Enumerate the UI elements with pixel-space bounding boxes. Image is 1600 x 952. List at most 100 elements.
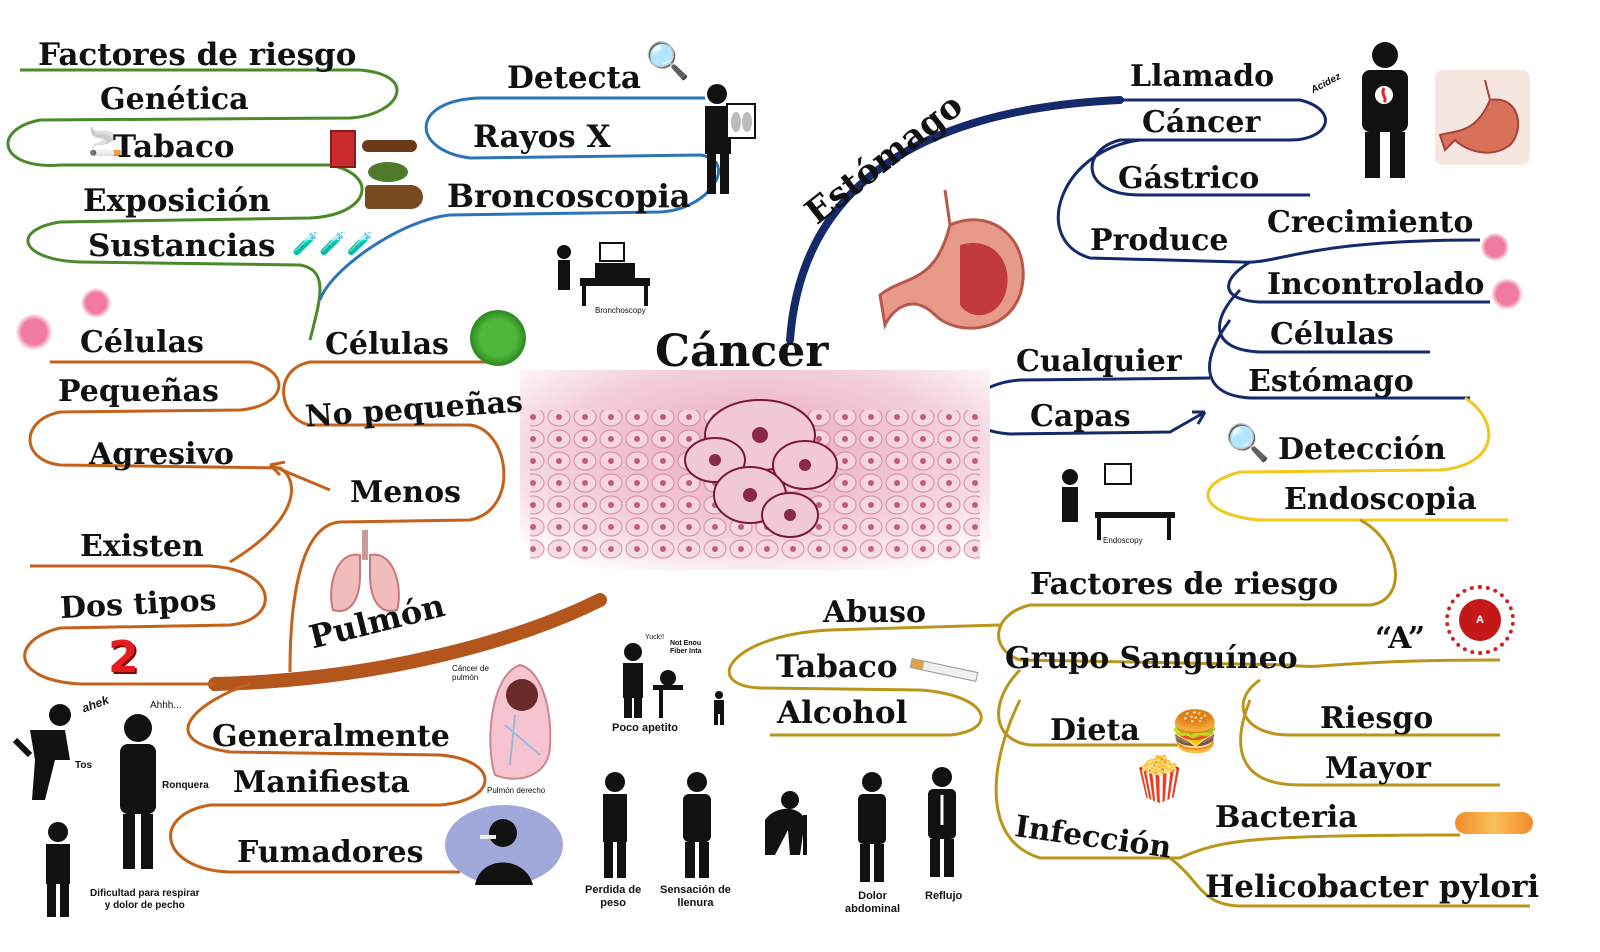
srisk-helicobacter: Helicobacter pylori xyxy=(1205,869,1540,905)
fullness-icon xyxy=(675,770,720,880)
drinking-person-icon xyxy=(710,690,732,725)
abdominal-pain-icon xyxy=(850,770,895,885)
symptom-generalmente: Generalmente xyxy=(212,719,450,754)
orange-types-line xyxy=(23,564,267,686)
popcorn-icon: 🍿 xyxy=(1132,754,1187,805)
orange-small-line xyxy=(28,360,293,564)
risk-tabaco: Tabaco xyxy=(113,129,235,165)
virus-pink-icon-1 xyxy=(12,310,56,354)
bronchoscopy-icon: Bronchoscopy xyxy=(550,238,660,318)
navy-called-line xyxy=(1090,98,1327,197)
poco-apetito-caption: Poco apetito xyxy=(612,722,679,734)
perdida-peso-caption: Perdida de peso xyxy=(585,884,642,909)
navy-produce-line xyxy=(1056,138,1481,264)
pipe-icon xyxy=(365,185,423,209)
symptom-manifiesta: Manifiesta xyxy=(233,765,410,800)
types-dos-tipos: Dos tipos xyxy=(59,582,218,627)
weight-loss-icon xyxy=(595,770,635,880)
stomach-diagram-small xyxy=(1435,70,1530,165)
srisk-title: Factores de riesgo xyxy=(1030,567,1339,602)
produce-incontrolado: Incontrolado xyxy=(1267,267,1485,302)
layers-capas: Capas xyxy=(1030,399,1131,434)
srisk-bacteria: Bacteria xyxy=(1215,800,1358,835)
vomit-icon xyxy=(750,790,830,860)
gold-mayor-line xyxy=(1239,699,1500,787)
magnifier-icon: 🔍 xyxy=(645,41,690,82)
green-risk-line xyxy=(6,68,399,341)
dolor-abdominal-caption: Dolor abdominal xyxy=(845,890,901,915)
small-celulas: Células xyxy=(80,325,204,360)
cigarette-pack-icon xyxy=(330,130,356,168)
produce-crecimiento: Crecimiento xyxy=(1267,205,1474,240)
number-two-badge: 2 xyxy=(108,632,139,683)
ronquera-caption: Ronquera xyxy=(162,780,209,791)
risk-sustancias: Sustancias xyxy=(88,228,276,264)
gold-dieta-line xyxy=(997,668,1180,747)
tobacco-leaf-icon xyxy=(368,162,408,182)
gold-abuse-line xyxy=(727,623,1001,737)
gold-infeccion-line xyxy=(994,699,1461,860)
symptom-fumadores: Fumadores xyxy=(237,835,424,870)
smoker-portrait-image xyxy=(445,805,563,885)
acidity-person-icon xyxy=(1350,40,1420,180)
small-pequenas: Pequeñas xyxy=(58,374,219,409)
detect-rayos-x: Rayos X xyxy=(473,119,611,155)
llenura-caption: Sensación de llenura xyxy=(660,884,731,909)
bacteria-icon xyxy=(1455,812,1533,834)
navy-layers-arrow xyxy=(1192,410,1207,425)
called-llamado: Llamado xyxy=(1130,59,1275,94)
poor-appetite-icon xyxy=(615,640,700,720)
detect-broncoscopia: Broncoscopia xyxy=(447,177,691,215)
blood-cell-a-icon: A xyxy=(1445,585,1515,655)
cancer-tissue-image xyxy=(520,370,990,570)
virus-pink-icon-4 xyxy=(1488,275,1526,313)
doctor-xray-icon xyxy=(695,80,757,198)
yellow-detect-line xyxy=(1206,396,1508,522)
detection-deteccion: Detección xyxy=(1278,432,1446,467)
lungs-icon xyxy=(325,530,405,615)
srisk-mayor: Mayor xyxy=(1325,751,1431,786)
lung-cancer-image xyxy=(480,655,560,790)
produce-produce: Produce xyxy=(1090,223,1229,258)
small-agresivo: Agresivo xyxy=(89,437,234,472)
pulmon-trunk xyxy=(208,593,607,691)
nonsmall-menos: Menos xyxy=(350,475,462,510)
abuse-abuso: Abuso xyxy=(823,595,926,630)
gold-risk-line xyxy=(997,518,1501,668)
produce-celulas: Células xyxy=(1270,317,1394,352)
tos-caption: Tos xyxy=(75,760,93,771)
orange-nonsmall-line xyxy=(282,360,506,673)
ahhh-caption: Ahhh... xyxy=(150,700,182,711)
navy-incontrolado-line xyxy=(1227,260,1490,304)
nonsmall-celulas: Células xyxy=(325,327,449,362)
called-gastrico: Gástrico xyxy=(1118,161,1260,196)
estomago-trunk xyxy=(786,96,1124,344)
produce-estomago: Estómago xyxy=(1248,364,1414,399)
center-title: Cáncer xyxy=(655,326,829,377)
detect-title: Detecta xyxy=(507,60,641,96)
magnifier-icon-2: 🔍 xyxy=(1225,423,1270,464)
lung-cancer-label: Cáncer de pulmón xyxy=(452,664,489,683)
lung-right-label: Pulmón derecho xyxy=(487,786,546,795)
orange-symptoms-line xyxy=(169,682,487,874)
srisk-riesgo: Riesgo xyxy=(1320,701,1434,736)
navy-estomago-line xyxy=(1208,319,1470,400)
risk-genetica: Genética xyxy=(100,82,249,117)
stomach-anatomy-image xyxy=(875,185,1035,350)
layers-cualquier: Cualquier xyxy=(1016,344,1182,379)
srisk-a: “A” xyxy=(1375,621,1426,656)
abuse-alcohol: Alcohol xyxy=(777,695,908,731)
fiber-bubble: Not Enou Fiber Inta xyxy=(670,640,702,656)
risk-title: Factores de riesgo xyxy=(38,37,357,73)
abuse-tabaco: Tabaco xyxy=(776,649,898,685)
called-cancer: Cáncer xyxy=(1142,105,1261,140)
reflux-icon xyxy=(922,765,962,880)
srisk-grupo: Grupo Sanguíneo xyxy=(1005,641,1298,676)
endoscopy-icon: Endoscopy xyxy=(1055,462,1180,547)
blue-detect-line xyxy=(318,96,720,301)
smoker-icon: 🚬 xyxy=(88,125,123,158)
yuck-bubble: Yuck!! xyxy=(645,634,665,641)
virus-pink-icon-2 xyxy=(78,285,114,321)
